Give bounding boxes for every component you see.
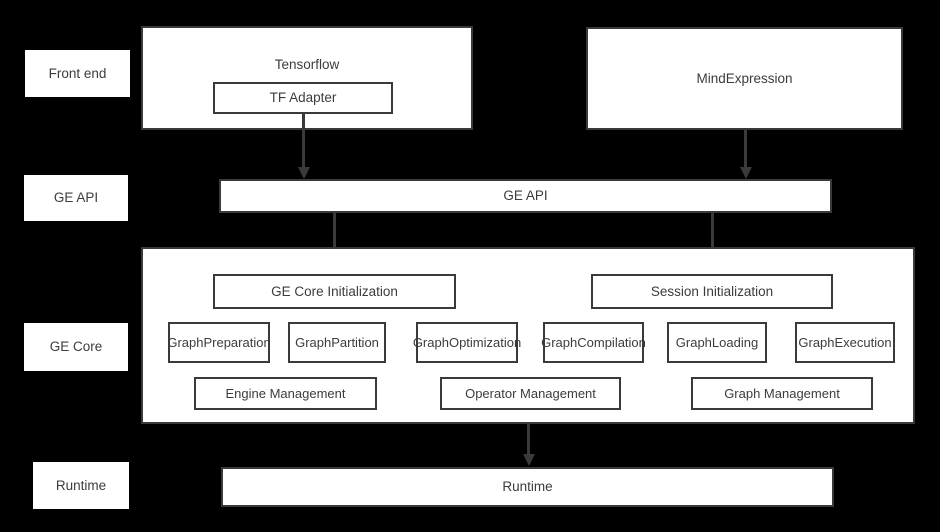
arrow-ge-core-to-runtime <box>527 424 530 455</box>
graph-loading-line1: Graph <box>675 334 712 350</box>
ge-api-bar: GE API <box>219 179 832 213</box>
stage-label-runtime: Runtime <box>33 462 129 509</box>
graph-execution-line1: Graph <box>798 334 835 350</box>
graph-preparation-block: Graph Preparation <box>167 322 271 363</box>
graph-management-block: Graph Management <box>691 377 873 410</box>
arrow-mindexpression-to-ge-api <box>744 130 747 168</box>
ge-core-container: GE Core Initialization Session Initializ… <box>141 247 915 424</box>
graph-partition-line1: Graph <box>295 334 332 350</box>
graph-partition-block: Graph Partition <box>288 322 386 363</box>
arrow-ge-api-to-session-initialization <box>711 213 714 259</box>
graph-preparation-line2: Preparation <box>203 334 271 350</box>
stage-label-ge-core: GE Core <box>24 323 128 371</box>
tensorflow-block: Tensorflow <box>141 26 473 130</box>
arrow-ge-api-to-ge-core-initialization <box>333 213 336 259</box>
graph-loading-line2: Loading <box>711 334 759 350</box>
graph-optimization-line2: Optimization <box>448 334 522 350</box>
graph-optimization-line1: Graph <box>412 334 449 350</box>
graph-compilation-line2: Compilation <box>577 334 646 350</box>
graph-execution-line2: Execution <box>834 334 892 350</box>
mindexpression-block: MindExpression <box>586 27 903 130</box>
graph-partition-line2: Partition <box>331 334 379 350</box>
tf-adapter-block: TF Adapter <box>213 82 393 114</box>
graph-optimization-block: Graph Optimization <box>412 322 522 363</box>
operator-management-block: Operator Management <box>440 377 621 410</box>
graph-execution-block: Graph Execution <box>795 322 895 363</box>
stage-label-front-end: Front end <box>25 50 130 97</box>
ge-core-initialization-block: GE Core Initialization <box>213 274 456 309</box>
graph-compilation-line1: Graph <box>541 334 578 350</box>
stage-label-ge-api: GE API <box>24 175 128 221</box>
runtime-bar: Runtime <box>221 467 834 507</box>
graph-preparation-line1: Graph <box>167 334 204 350</box>
arrow-tf-adapter-to-ge-api <box>302 114 305 168</box>
session-initialization-block: Session Initialization <box>591 274 833 309</box>
graph-compilation-block: Graph Compilation <box>541 322 646 363</box>
graph-loading-block: Graph Loading <box>667 322 767 363</box>
engine-management-block: Engine Management <box>194 377 377 410</box>
